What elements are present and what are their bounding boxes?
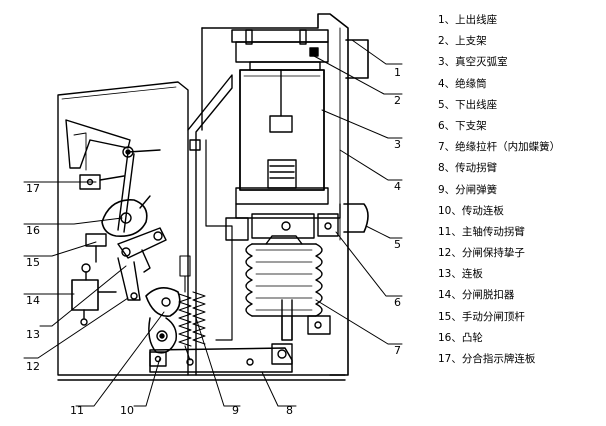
legend-item-11: 11、主轴传动拐臂 <box>438 225 525 238</box>
legend-item-1: 1、上出线座 <box>438 14 498 26</box>
callout-15: 15 <box>26 256 40 269</box>
callout-7: 7 <box>394 344 401 357</box>
legend-item-16: 16、凸轮 <box>438 331 483 344</box>
leader-lines <box>23 39 403 407</box>
trip-release <box>71 263 117 326</box>
drive-link <box>149 299 293 373</box>
pole-assembly <box>201 13 349 376</box>
legend-item-7: 7、绝缘拉杆（内加蝶簧） <box>438 141 561 154</box>
opening-spring <box>178 255 206 361</box>
legend-item-3: 3、真空灭弧室 <box>438 56 508 69</box>
legend-item-8: 8、传动拐臂 <box>438 162 498 175</box>
callout-1: 1 <box>394 66 401 79</box>
indicator-linkage <box>65 119 161 233</box>
callout-14: 14 <box>26 294 40 307</box>
legend-item-2: 2、上支架 <box>438 35 487 48</box>
legend-item-5: 5、下出线座 <box>438 98 498 111</box>
vacuum-interrupter <box>239 69 325 191</box>
trip-rod-and-link <box>85 227 167 301</box>
callout-3: 3 <box>394 138 401 151</box>
parts-legend: 1、上出线座 2、上支架 3、真空灭弧室 4、绝缘筒 5、下出线座 6、下支架 … <box>438 10 604 370</box>
callout-17: 17 <box>26 182 40 195</box>
callout-9: 9 <box>232 404 239 417</box>
legend-item-14: 14、分闸脱扣器 <box>438 289 515 302</box>
callout-6: 6 <box>394 296 401 309</box>
lower-terminal <box>225 187 369 241</box>
legend-item-17: 17、分合指示牌连板 <box>438 353 536 365</box>
legend-item-6: 6、下支架 <box>438 119 487 132</box>
callout-2: 2 <box>394 94 401 107</box>
callout-numbers: 1 2 3 4 5 6 7 8 9 10 11 12 13 14 15 16 1… <box>26 66 401 417</box>
legend-item-4: 4、绝缘筒 <box>438 77 487 90</box>
callout-13: 13 <box>26 328 40 341</box>
callout-16: 16 <box>26 224 40 237</box>
callout-5: 5 <box>394 238 401 251</box>
callout-10: 10 <box>120 404 134 417</box>
main-shaft-crank <box>145 287 181 367</box>
callout-12: 12 <box>26 360 40 373</box>
legend-item-13: 13、连板 <box>438 268 483 281</box>
legend-item-9: 9、分闸弹簧 <box>438 183 498 196</box>
insulating-pull-rod <box>245 235 331 341</box>
legend-item-15: 15、手动分闸顶杆 <box>438 310 525 323</box>
callout-11: 11 <box>70 404 84 417</box>
callout-8: 8 <box>286 404 293 417</box>
legend-item-10: 10、传动连板 <box>438 204 504 217</box>
legend-item-12: 12、分闸保持挚子 <box>438 247 525 260</box>
callout-4: 4 <box>394 180 401 193</box>
